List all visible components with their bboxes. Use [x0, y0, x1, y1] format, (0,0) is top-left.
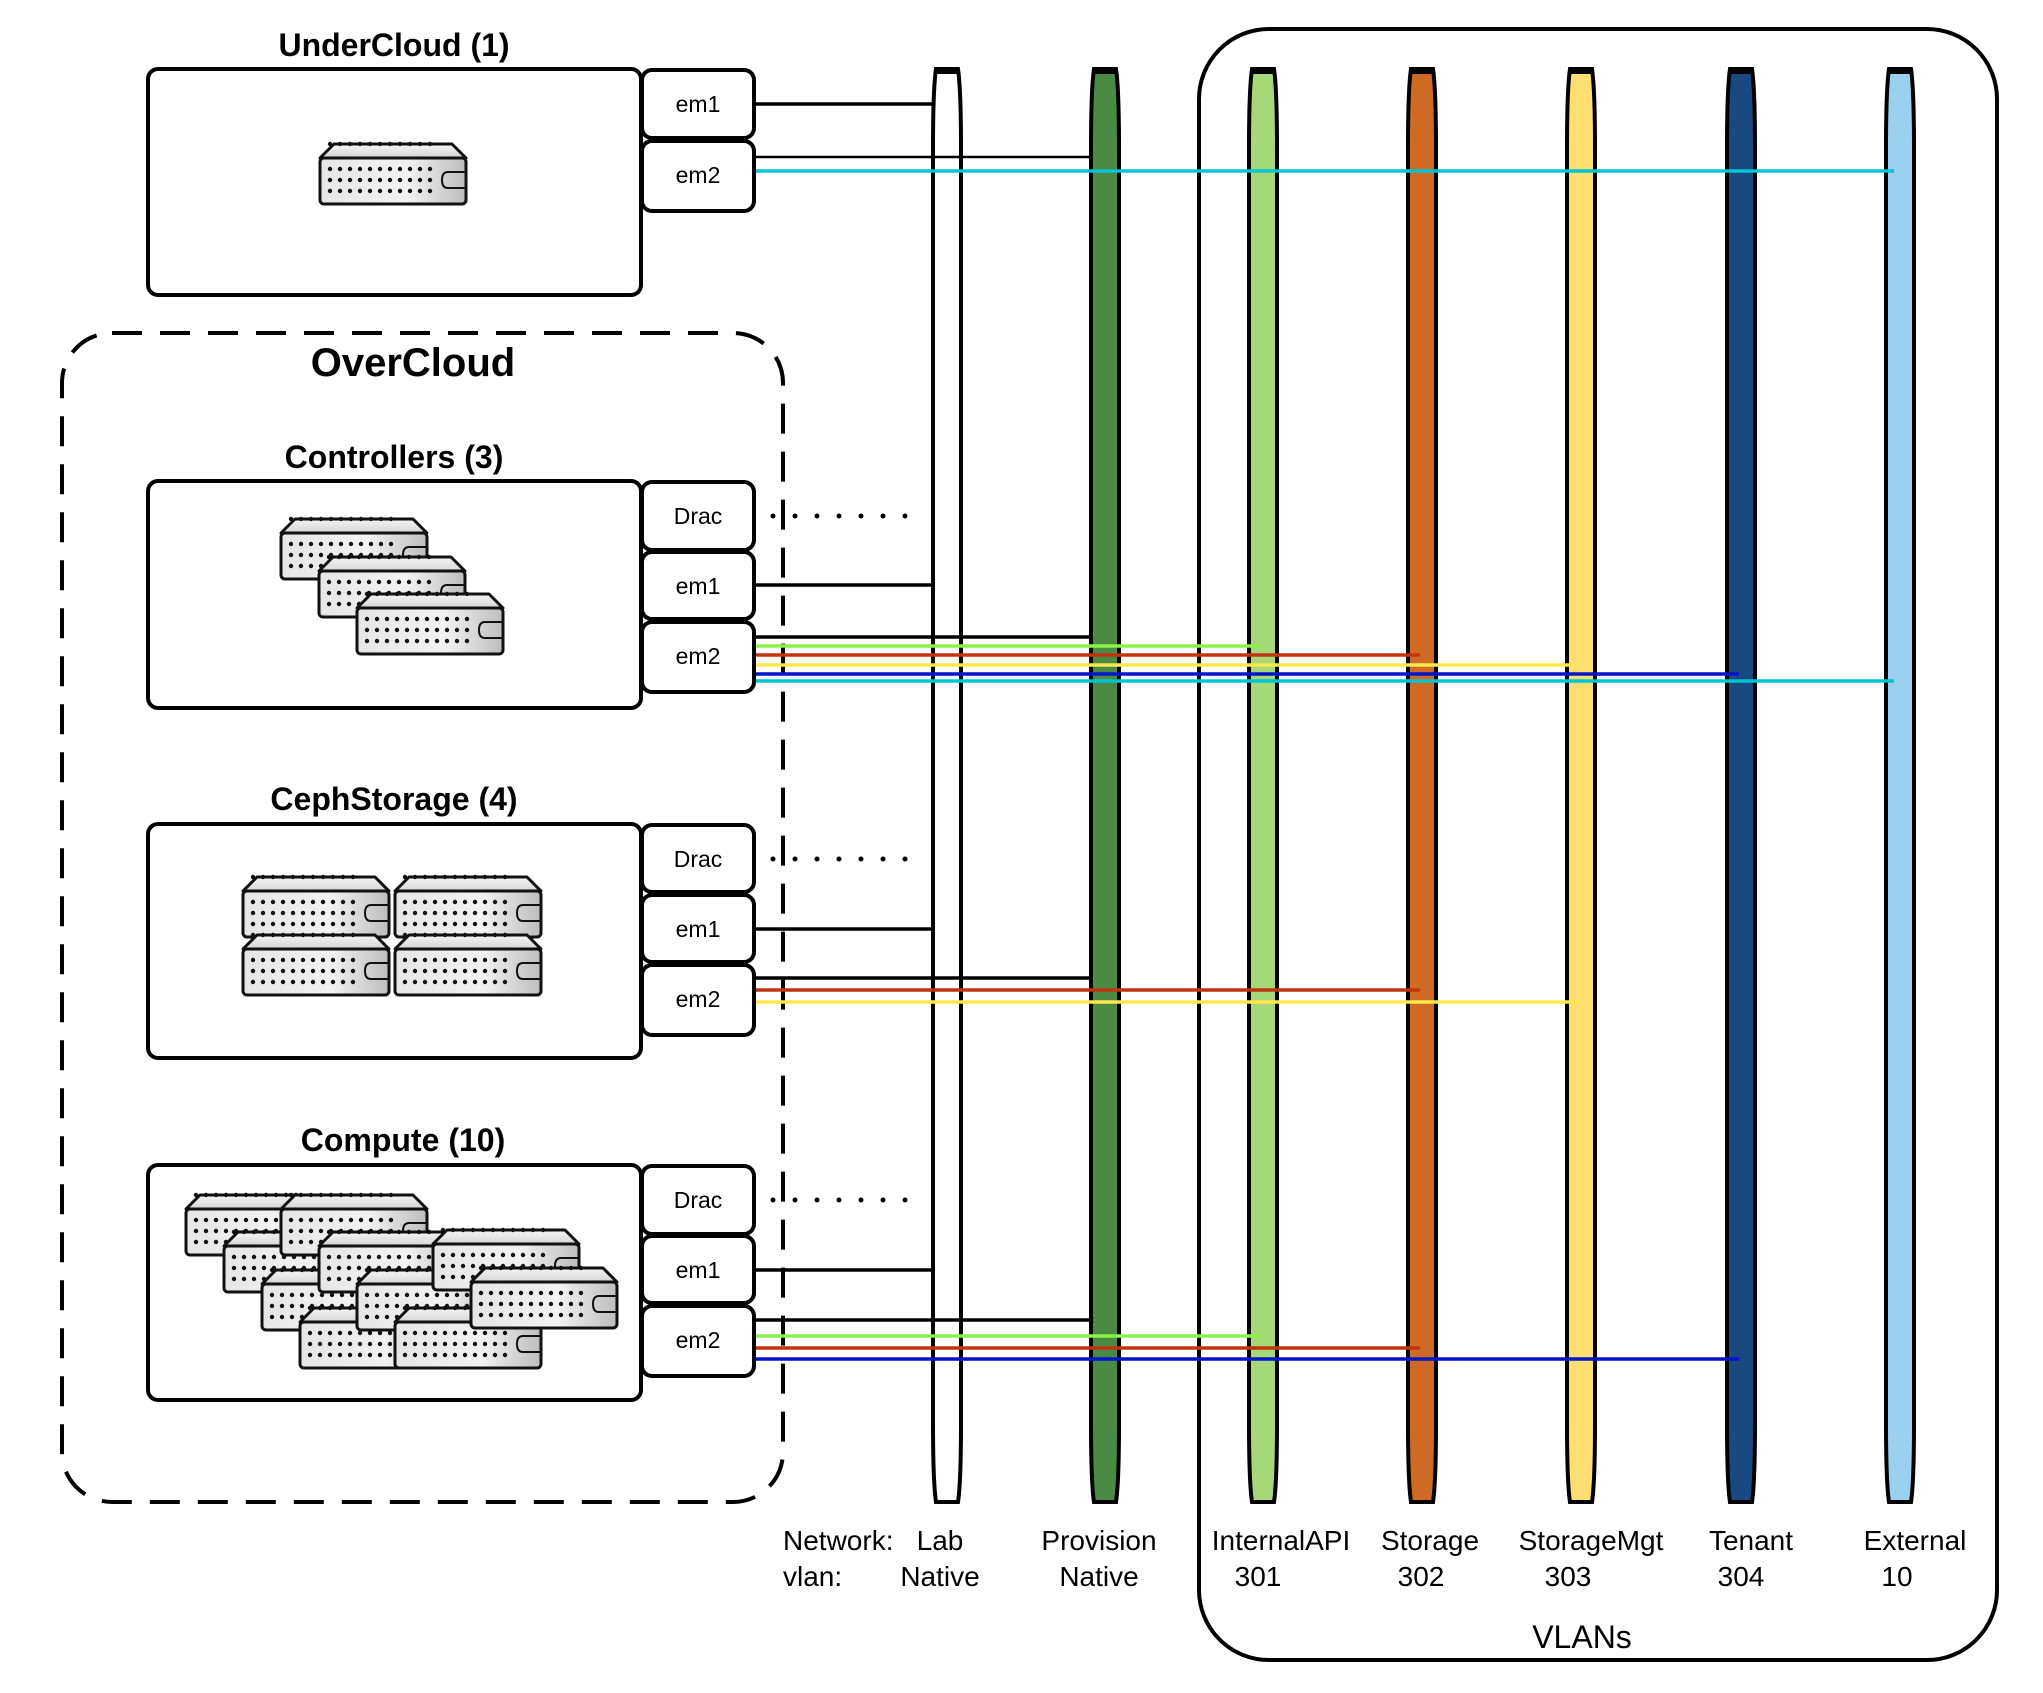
- legend-network-label: Network:: [783, 1525, 893, 1556]
- network-bar-cap: [1570, 67, 1592, 74]
- network-vlan-tenant: 304: [1718, 1561, 1765, 1592]
- network-name-provision: Provision: [1041, 1525, 1156, 1556]
- network-vlan-storage: 302: [1398, 1561, 1445, 1592]
- controllers-node[interactable]: Controllers (3) Drac em1 em2: [146, 439, 756, 710]
- svg-text:em1: em1: [676, 91, 721, 117]
- network-vlan-external: 10: [1881, 1561, 1912, 1592]
- server-icon: [357, 592, 503, 654]
- network-name-lab: Lab: [917, 1525, 964, 1556]
- cephstorage-title: CephStorage (4): [270, 781, 517, 817]
- port-drac[interactable]: Drac: [640, 1164, 756, 1236]
- port-em1[interactable]: em1: [640, 550, 756, 621]
- network-vlan-lab: Native: [900, 1561, 979, 1592]
- overcloud-box: [60, 331, 785, 1504]
- cephstorage-box: [146, 822, 643, 1060]
- svg-text:Drac: Drac: [674, 846, 723, 872]
- port-em2[interactable]: em2: [640, 1304, 756, 1378]
- network-name-tenant: Tenant: [1709, 1525, 1793, 1556]
- network-bar-lab: [931, 67, 963, 1504]
- cephstorage-node[interactable]: CephStorage (4) Drac em1 em2: [146, 781, 756, 1060]
- compute-title: Compute (10): [301, 1122, 505, 1158]
- server-icon: [471, 1266, 617, 1328]
- port-em2[interactable]: em2: [640, 963, 756, 1037]
- network-name-storagemgt: StorageMgt: [1519, 1525, 1664, 1556]
- svg-text:Drac: Drac: [674, 1187, 723, 1213]
- network-vlan-storagemgt: 303: [1545, 1561, 1592, 1592]
- port-em2[interactable]: em2: [640, 139, 756, 213]
- network-bar-cap: [1094, 67, 1116, 74]
- server-icon: [395, 933, 541, 995]
- vlans-group-box: [1197, 27, 1999, 1662]
- svg-text:em2: em2: [676, 1327, 721, 1353]
- undercloud-node[interactable]: UnderCloud (1) em1 em2: [146, 27, 756, 297]
- network-name-storage: Storage: [1381, 1525, 1479, 1556]
- svg-text:em2: em2: [676, 643, 721, 669]
- port-em1[interactable]: em1: [640, 893, 756, 964]
- server-icon: [395, 875, 541, 937]
- svg-text:em2: em2: [676, 986, 721, 1012]
- legend-vlan-label: vlan:: [783, 1561, 842, 1592]
- network-bars: [931, 67, 1916, 1504]
- connection-lines: [756, 102, 1894, 1361]
- server-icon: [243, 933, 389, 995]
- network-vlan-provision: Native: [1059, 1561, 1138, 1592]
- network-bar-cap: [1411, 67, 1433, 74]
- network-bar-cap: [1889, 67, 1911, 74]
- network-bar-internalapi: [1247, 67, 1279, 1504]
- network-bar-storagemgt: [1565, 67, 1597, 1504]
- compute-node[interactable]: Compute (10) Drac em1 em2: [146, 1122, 756, 1402]
- network-name-external: External: [1864, 1525, 1967, 1556]
- svg-text:em1: em1: [676, 916, 721, 942]
- svg-text:em2: em2: [676, 162, 721, 188]
- controllers-title: Controllers (3): [285, 439, 504, 475]
- port-drac[interactable]: Drac: [640, 480, 756, 552]
- port-em1[interactable]: em1: [640, 1234, 756, 1305]
- svg-text:em1: em1: [676, 573, 721, 599]
- network-bar-provision: [1089, 67, 1121, 1504]
- svg-text:em1: em1: [676, 1257, 721, 1283]
- server-icon: [320, 142, 466, 204]
- network-bar-storage: [1406, 67, 1438, 1504]
- vlans-group-label: VLANs: [1532, 1619, 1632, 1655]
- network-bar-cap: [1252, 67, 1274, 74]
- overcloud-title: OverCloud: [311, 341, 515, 385]
- network-bar-tenant: [1725, 67, 1757, 1504]
- port-em1[interactable]: em1: [640, 68, 756, 140]
- svg-text:Drac: Drac: [674, 503, 723, 529]
- network-bar-external: [1884, 67, 1916, 1504]
- network-bar-cap: [1730, 67, 1752, 74]
- network-bar-cap: [936, 67, 958, 74]
- port-drac[interactable]: Drac: [640, 823, 756, 894]
- server-icon: [243, 875, 389, 937]
- network-vlan-internalapi: 301: [1235, 1561, 1282, 1592]
- undercloud-title: UnderCloud (1): [278, 27, 509, 63]
- network-name-internalapi: InternalAPI: [1212, 1525, 1351, 1556]
- port-em2[interactable]: em2: [640, 620, 756, 694]
